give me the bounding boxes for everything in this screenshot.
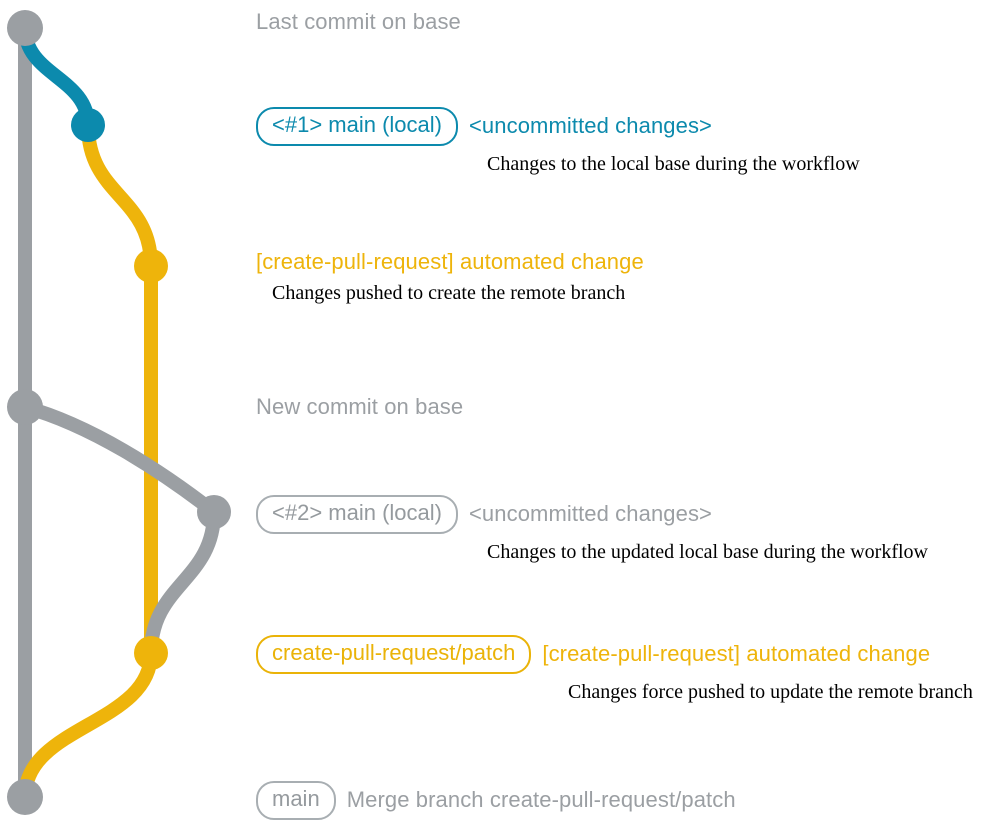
- commit-entry-row: [create-pull-request] automated change: [256, 249, 644, 275]
- gray-branch-line-to-local2: [18, 400, 221, 519]
- ref-pill-create-pull-request-patch[interactable]: create-pull-request/patch: [256, 635, 532, 674]
- commit-node-merge-commit[interactable]: [7, 779, 43, 815]
- commit-entry-row: <#1> main (local) <uncommitted changes>: [256, 107, 860, 146]
- commit-node-automated-change-2[interactable]: [134, 636, 168, 670]
- commit-node-last-commit-on-base[interactable]: [7, 10, 43, 46]
- commit-entry-automated-change-1: [create-pull-request] automated change C…: [256, 249, 644, 304]
- commit-node-local-uncommitted-1[interactable]: [71, 108, 105, 142]
- commit-entry-local-uncommitted-1: <#1> main (local) <uncommitted changes> …: [256, 107, 860, 175]
- commit-subject: <uncommitted changes>: [468, 501, 713, 526]
- commit-entry-row: <#2> main (local) <uncommitted changes>: [256, 495, 928, 534]
- commit-detail: Changes pushed to create the remote bran…: [272, 281, 626, 304]
- commit-entry-body: [create-pull-request] automated change C…: [256, 249, 644, 304]
- commit-entry-row: create-pull-request/patch [create-pull-r…: [256, 635, 973, 674]
- commit-entry-body: create-pull-request/patch [create-pull-r…: [256, 635, 973, 703]
- ref-pill-main[interactable]: main: [256, 781, 336, 820]
- commit-entry-body: Last commit on base: [256, 9, 461, 35]
- commit-detail: Changes to the local base during the wor…: [487, 152, 860, 175]
- gray-branch-line-to-patch2: [144, 505, 221, 660]
- commit-subject: New commit on base: [256, 394, 464, 419]
- commit-subject: [create-pull-request] automated change: [542, 641, 931, 666]
- commit-subject: [create-pull-request] automated change: [256, 249, 644, 274]
- commit-entry-automated-change-2: create-pull-request/patch [create-pull-r…: [256, 635, 973, 703]
- commit-detail: Changes force pushed to update the remot…: [568, 680, 973, 703]
- commit-detail: Changes to the updated local base during…: [487, 540, 928, 563]
- commit-entry-merge-commit: main Merge branch create-pull-request/pa…: [256, 781, 736, 820]
- commit-entry-body: <#1> main (local) <uncommitted changes> …: [256, 107, 860, 175]
- yellow-branch-line-1: [81, 118, 158, 273]
- commit-entry-row: main Merge branch create-pull-request/pa…: [256, 781, 736, 820]
- commit-node-local-uncommitted-2[interactable]: [197, 495, 231, 529]
- commit-entry-new-commit-on-base: New commit on base: [256, 394, 464, 420]
- commit-entry-body: New commit on base: [256, 394, 464, 420]
- commit-subject: <uncommitted changes>: [468, 113, 713, 138]
- commit-entry-body: main Merge branch create-pull-request/pa…: [256, 781, 736, 820]
- yellow-merge-line: [18, 646, 158, 804]
- commit-node-new-commit-on-base[interactable]: [7, 389, 43, 425]
- commit-entry-last-commit-on-base: Last commit on base: [256, 9, 461, 35]
- commit-entry-row: New commit on base: [256, 394, 464, 420]
- commit-subject: Merge branch create-pull-request/patch: [346, 787, 736, 812]
- ref-pill-main-local-2[interactable]: <#2> main (local): [256, 495, 458, 534]
- commit-entry-body: <#2> main (local) <uncommitted changes> …: [256, 495, 928, 563]
- commit-entry-local-uncommitted-2: <#2> main (local) <uncommitted changes> …: [256, 495, 928, 563]
- ref-pill-main-local-1[interactable]: <#1> main (local): [256, 107, 458, 146]
- commit-subject: Last commit on base: [256, 9, 461, 34]
- commit-entry-row: Last commit on base: [256, 9, 461, 35]
- commit-node-automated-change-1[interactable]: [134, 249, 168, 283]
